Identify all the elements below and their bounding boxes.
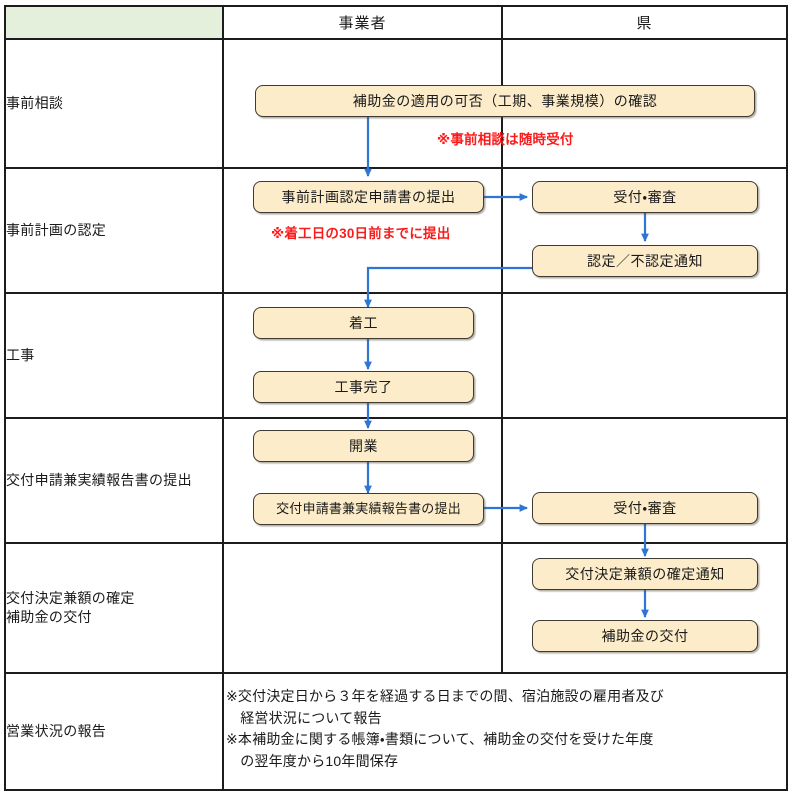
table-header-row: 事業者 県	[4, 5, 788, 40]
note-anytime-consultation: ※事前相談は随時受付	[437, 132, 574, 147]
header-stage-blank	[4, 5, 224, 40]
node-approval-or-rejection-notice[interactable]: 認定／不認定通知	[532, 245, 758, 277]
node-construction-complete[interactable]: 工事完了	[253, 371, 474, 403]
stage-label-business-report: 営業状況の報告	[4, 672, 224, 791]
cell-business-grant-decision	[222, 542, 503, 674]
stage-label-construction: 工事	[4, 292, 224, 419]
header-column-prefecture: 県	[501, 5, 788, 40]
stage-label-pre-consultation: 事前相談	[4, 38, 224, 169]
node-business-opening[interactable]: 開業	[253, 430, 474, 462]
node-construction-start[interactable]: 着工	[253, 307, 474, 339]
node-receipt-review-2[interactable]: 受付・審査	[532, 492, 758, 524]
node-receipt-review-1[interactable]: 受付・審査	[532, 181, 758, 213]
header-column-business: 事業者	[222, 5, 503, 40]
cell-prefecture-construction	[501, 292, 788, 419]
cell-business-report-text	[222, 672, 788, 791]
stage-label-grant-decision: 交付決定兼額の確定 補助金の交付	[4, 542, 224, 674]
node-subsidy-eligibility-check[interactable]: 補助金の適用の可否（工期、事業規模）の確認	[255, 85, 755, 117]
table-row: 営業状況の報告	[4, 672, 788, 791]
node-grant-decision-amount-notice[interactable]: 交付決定兼額の確定通知	[532, 558, 758, 590]
stage-label-grant-application: 交付申請兼実績報告書の提出	[4, 417, 224, 544]
note-submit-30-days-before: ※着工日の30日前までに提出	[271, 226, 451, 241]
stage-label-plan-approval: 事前計画の認定	[4, 167, 224, 294]
cell-prefecture-grant-application	[501, 417, 788, 544]
node-submit-plan-approval-application[interactable]: 事前計画認定申請書の提出	[253, 181, 484, 213]
node-subsidy-payment[interactable]: 補助金の交付	[532, 620, 758, 652]
node-submit-grant-application-and-report[interactable]: 交付申請書兼実績報告書の提出	[253, 493, 484, 525]
business-report-requirements-text: ※交付決定日から３年を経過する日までの間、宿泊施設の雇用者及び 経営状況について…	[226, 688, 664, 770]
